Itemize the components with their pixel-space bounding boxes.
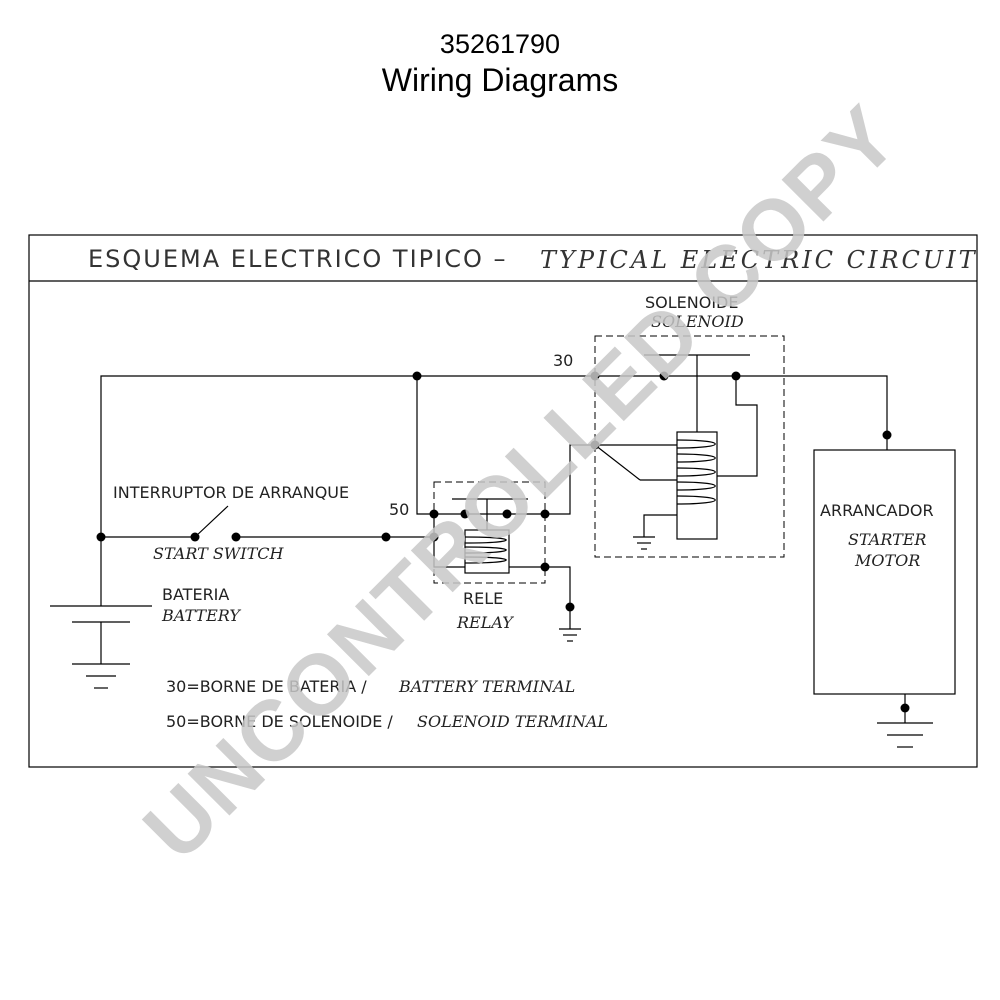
solenoid-hold-wire <box>594 444 641 481</box>
junction-dot <box>231 532 241 542</box>
heading-es: ESQUEMA ELECTRICO TIPICO – <box>88 245 508 273</box>
page-title: Wiring Diagrams <box>381 62 619 98</box>
solenoid-label-en: SOLENOID <box>651 312 744 331</box>
solenoid-box <box>594 335 785 558</box>
junction-dot <box>502 509 512 519</box>
junction-dot <box>381 532 391 542</box>
relay-label-en: RELAY <box>456 613 514 632</box>
junction-dot <box>900 703 910 713</box>
relay-box <box>433 481 546 584</box>
relay-coil-winding <box>464 536 507 564</box>
heading-en: TYPICAL ELECTRIC CIRCUIT <box>540 246 978 274</box>
relay-ground-wire <box>509 566 571 607</box>
junction-dot <box>659 371 669 381</box>
diagram-frame <box>28 234 978 768</box>
junction-dot <box>190 532 200 542</box>
junction-dot <box>96 532 106 542</box>
page-header: 35261790 Wiring Diagrams <box>0 28 1000 100</box>
junction-dot <box>540 562 550 572</box>
start-switch-blade <box>194 505 229 538</box>
solenoid-coil-return <box>717 376 758 477</box>
junction-dots <box>96 371 910 713</box>
junction-dot <box>429 509 439 519</box>
terminal-50-label: 50 <box>389 500 409 519</box>
solenoid-coil-winding <box>676 439 716 505</box>
junction-dot <box>412 371 422 381</box>
junction-dot <box>590 440 600 450</box>
relay-label-es: RELE <box>463 589 503 608</box>
solenoid-label-es: SOLENOIDE <box>645 293 738 312</box>
starter-label-en-2: MOTOR <box>854 551 920 570</box>
starter-motor-box <box>813 449 956 695</box>
solenoid-coil <box>676 431 718 540</box>
junction-dot <box>429 532 439 542</box>
relay-coil-in <box>433 514 465 568</box>
relay-coil <box>464 529 510 574</box>
relay-feed-wire <box>416 376 434 515</box>
solenoid-ground-lead <box>643 514 677 537</box>
part-number: 35261790 <box>439 29 561 59</box>
battery-main-wire <box>100 375 888 537</box>
relay-solenoid-wire <box>545 444 595 515</box>
start-switch-label-es: INTERRUPTOR DE ARRANQUE <box>113 483 349 502</box>
legend-30-en: BATTERY TERMINAL <box>398 677 575 696</box>
legend-50-en: SOLENOID TERMINAL <box>417 712 608 731</box>
junction-dot <box>565 602 575 612</box>
junction-dot <box>731 371 741 381</box>
junction-dot <box>460 509 470 519</box>
starter-label-es: ARRANCADOR <box>820 501 934 520</box>
starter-label-en-1: STARTER <box>848 530 926 549</box>
junction-dot <box>540 509 550 519</box>
terminal-30-label: 30 <box>553 351 573 370</box>
battery-label-es: BATERIA <box>162 585 229 604</box>
junction-dot <box>882 430 892 440</box>
battery-label-en: BATTERY <box>161 606 241 625</box>
start-switch-label-en: START SWITCH <box>153 544 284 563</box>
legend-30-es: 30=BORNE DE BATERIA / <box>166 677 367 696</box>
legend-50-es: 50=BORNE DE SOLENOIDE / <box>166 712 393 731</box>
junction-dot <box>590 371 600 381</box>
